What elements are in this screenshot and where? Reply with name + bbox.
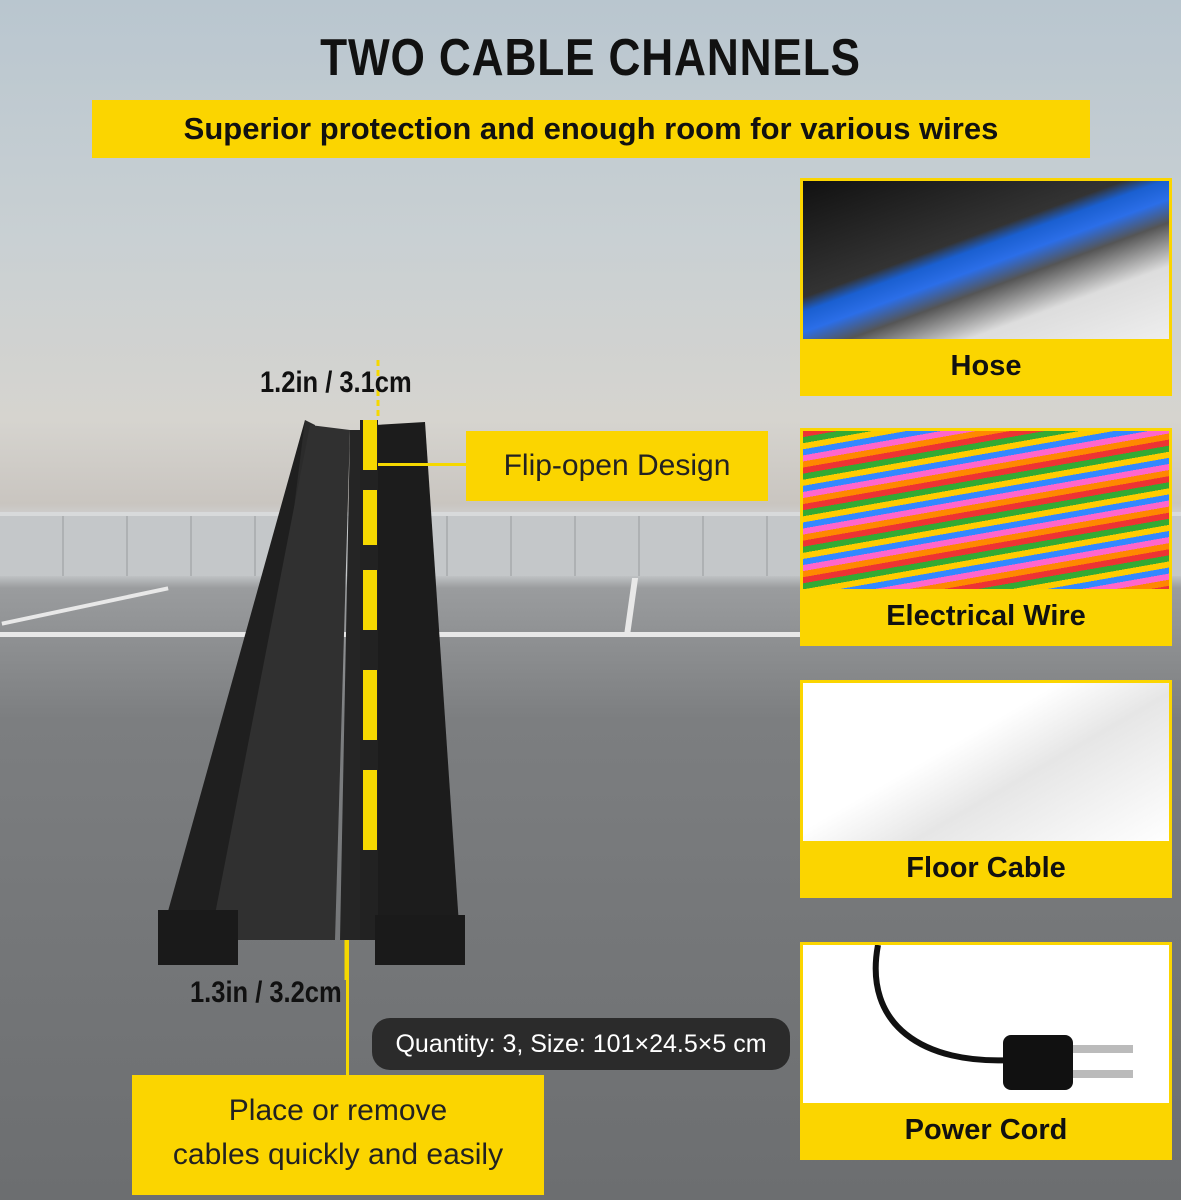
panel-electrical-wire: Electrical Wire: [800, 428, 1172, 646]
panel-label: Hose: [803, 339, 1169, 393]
panel-floor-cable: Floor Cable: [800, 680, 1172, 898]
product-tooltip: Quantity: 3, Size: 101×24.5×5 cm: [372, 1018, 790, 1070]
callout-line: [346, 940, 349, 1080]
panel-power-cord: Power Cord: [800, 942, 1172, 1160]
place-remove-callout: Place or remove cables quickly and easil…: [132, 1075, 544, 1195]
callout-line-2: cables quickly and easily: [172, 1138, 504, 1171]
hose-image: [803, 181, 1169, 339]
plug-icon: [872, 945, 1133, 1090]
power-cord-image: [803, 945, 1169, 1103]
cable-ramp-image: [158, 360, 465, 980]
top-dimension-label: 1.2in / 3.1cm: [260, 366, 412, 399]
panel-hose: Hose: [800, 178, 1172, 396]
electrical-wire-image: [803, 431, 1169, 589]
flip-open-callout: Flip-open Design: [466, 431, 768, 501]
panel-label: Floor Cable: [803, 841, 1169, 895]
bottom-dimension-label: 1.3in / 3.2cm: [190, 976, 342, 1009]
panel-label: Electrical Wire: [803, 589, 1169, 643]
parking-line: [1, 586, 169, 626]
panel-label: Power Cord: [803, 1103, 1169, 1157]
subtitle-banner: Superior protection and enough room for …: [92, 100, 1090, 158]
callout-line-1: Place or remove: [228, 1094, 448, 1127]
callout-line: [378, 463, 468, 466]
parking-line: [623, 578, 639, 636]
page-title: TWO CABLE CHANNELS: [320, 29, 861, 87]
floor-cable-image: [803, 683, 1169, 841]
